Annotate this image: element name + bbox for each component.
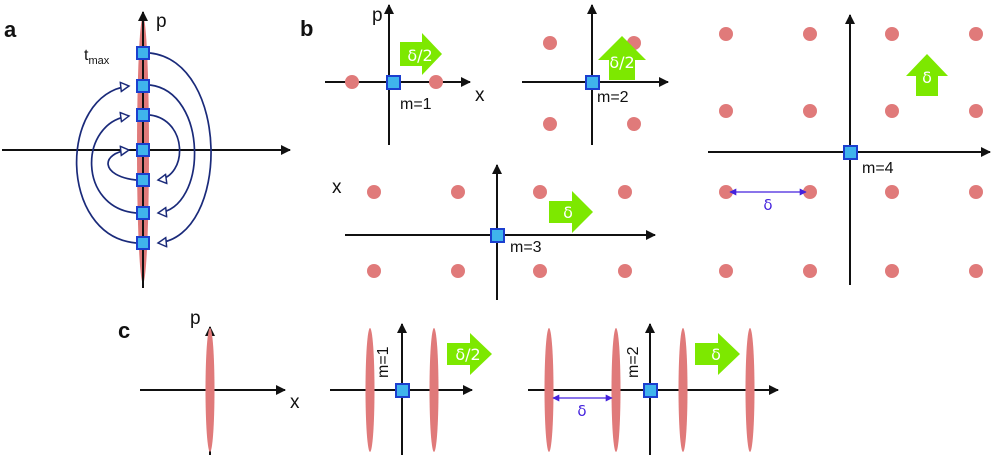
lattice-dot — [885, 185, 899, 199]
delta-label: δ — [763, 196, 772, 214]
sample-square — [136, 236, 150, 250]
sample-square — [136, 79, 150, 93]
x-axis-label: x — [475, 85, 485, 106]
p-axis-label: p — [372, 5, 383, 26]
lattice-dot — [533, 185, 547, 199]
lattice-dot — [885, 27, 899, 41]
lattice-dot — [618, 185, 632, 199]
shift-label: δ/2 — [407, 46, 432, 65]
m-label: m=2 — [597, 89, 629, 106]
sample-square — [136, 206, 150, 220]
time-evolution-orbits — [75, 52, 212, 244]
lattice-dot — [803, 104, 817, 118]
lattice-dot — [627, 117, 641, 131]
lattice-dot — [969, 185, 983, 199]
lattice-dot — [969, 27, 983, 41]
state-square — [395, 383, 410, 398]
shift-arrow-up: δ — [906, 54, 948, 96]
lattice-dot — [803, 27, 817, 41]
lattice-dot — [451, 264, 465, 278]
lattice-dot — [719, 264, 733, 278]
sample-square — [136, 173, 150, 187]
lattice-dot — [543, 36, 557, 50]
sample-square — [136, 46, 150, 60]
orbit-left-outer — [75, 86, 137, 244]
panel-b-m3: x m=3 δ — [332, 164, 656, 300]
shift-label: δ/2 — [609, 53, 634, 72]
squeezed-state-ellipse — [205, 328, 215, 452]
lattice-dot — [969, 104, 983, 118]
m-label: m=1 — [375, 346, 392, 378]
sample-square — [136, 143, 150, 157]
lattice-dot — [367, 185, 381, 199]
panel-b-m2: m=2 δ/2 — [522, 4, 669, 145]
shift-label: δ/2 — [455, 345, 480, 364]
panel-b-label: b — [300, 16, 313, 41]
m-label: m=3 — [510, 239, 542, 256]
m-label: m=2 — [625, 346, 642, 378]
lattice-dot — [345, 75, 359, 89]
panel-c-m2: m=2 δ δ — [528, 323, 779, 455]
shift-label: δ — [563, 203, 573, 222]
shift-label: δ — [711, 345, 721, 364]
tmax-main-text: t — [84, 47, 89, 64]
lattice-dot — [719, 104, 733, 118]
state-square — [490, 228, 505, 243]
shift-label: δ — [922, 68, 932, 87]
lattice-dot — [533, 264, 547, 278]
orbit-left-inner — [107, 150, 137, 181]
orbit-left-middle — [90, 116, 137, 214]
panel-b-m1: p x m=1 δ/2 — [325, 4, 485, 145]
lattice-dot — [367, 264, 381, 278]
x-axis-label: x — [332, 177, 342, 198]
panel-c-m1: m=1 δ/2 — [330, 323, 492, 455]
sample-square — [136, 108, 150, 122]
shift-arrow: δ — [695, 333, 740, 375]
time-samples — [136, 46, 150, 250]
panel-a: a p tmax — [2, 11, 291, 288]
p-axis-label: p — [190, 308, 201, 329]
panel-b: b p x m=1 δ/2 m=2 — [300, 4, 991, 300]
m-label: m=1 — [400, 96, 432, 113]
state-square — [585, 75, 600, 90]
m-label: m=4 — [862, 160, 894, 177]
state-ellipse — [544, 328, 554, 452]
x-axis-label: x — [290, 392, 300, 413]
shift-arrow: δ — [549, 191, 593, 233]
state-ellipse — [745, 328, 755, 452]
tmax-sub-text: max — [88, 55, 109, 67]
lattice-dot — [969, 264, 983, 278]
panel-c-initial: p x — [140, 308, 300, 455]
orbit-right-outer — [149, 52, 212, 243]
lattice-dot — [429, 75, 443, 89]
state-ellipse — [611, 328, 621, 452]
panel-b-m4: m=4 δ δ — [708, 14, 991, 285]
shift-arrow: δ/2 — [400, 33, 442, 75]
state-ellipse — [678, 328, 688, 452]
state-square — [386, 75, 401, 90]
tmax-label: tmax — [84, 47, 110, 67]
lattice-dot — [451, 185, 465, 199]
state-ellipse — [429, 328, 439, 452]
p-axis-label: p — [156, 11, 167, 32]
lattice-dot — [543, 117, 557, 131]
state-square — [843, 145, 858, 160]
orbit-right-inner — [149, 114, 181, 180]
lattice-dot — [803, 264, 817, 278]
panel-c: c p x m=1 δ/2 — [118, 308, 779, 455]
orbit-right-middle — [149, 84, 196, 213]
delta-label: δ — [577, 402, 586, 420]
lattice-dot — [719, 27, 733, 41]
lattice-dot — [885, 264, 899, 278]
panel-a-label: a — [4, 17, 17, 42]
shift-arrow-diagonal: δ/2 — [598, 36, 646, 80]
lattice-dot — [885, 104, 899, 118]
state-square — [643, 383, 658, 398]
shift-arrow: δ/2 — [447, 333, 492, 375]
state-ellipse — [365, 328, 375, 452]
panel-c-label: c — [118, 318, 130, 343]
lattice-dot — [618, 264, 632, 278]
